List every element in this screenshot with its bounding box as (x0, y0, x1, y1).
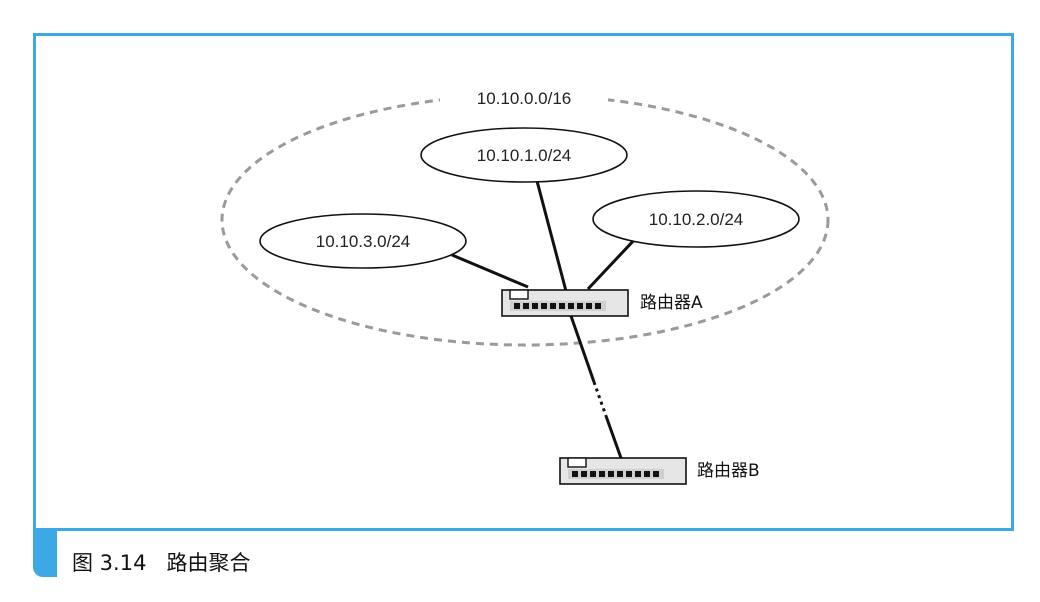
subnet-10-10-1: 10.10.1.0/24 (420, 127, 628, 183)
subnet-10-10-2: 10.10.2.0/24 (592, 190, 800, 248)
link-routerA-routerB-solid (569, 315, 596, 383)
router-b: 路由器B (559, 457, 760, 485)
caption-accent-bar (33, 531, 57, 577)
router-a: 路由器A (501, 289, 703, 317)
aggregate-network-label: 10.10.0.0/16 (477, 89, 572, 108)
figure-caption: 图 3.14 路由聚合 (72, 551, 251, 575)
figure-frame (33, 33, 1014, 531)
subnet-label: 10.10.1.0/24 (477, 146, 572, 165)
subnet-label: 10.10.2.0/24 (649, 210, 744, 229)
link-net2-routerA (586, 236, 638, 291)
link-routerA-routerB-solid-end (604, 415, 623, 459)
subnet-label: 10.10.3.0/24 (316, 232, 411, 251)
router-b-label: 路由器B (697, 461, 760, 481)
router-a-label: 路由器A (640, 293, 703, 313)
link-net1-routerA (535, 180, 568, 292)
link-net3-routerA (451, 253, 529, 289)
subnet-10-10-3: 10.10.3.0/24 (259, 213, 467, 269)
link-routerA-routerB-dotted (592, 381, 608, 417)
